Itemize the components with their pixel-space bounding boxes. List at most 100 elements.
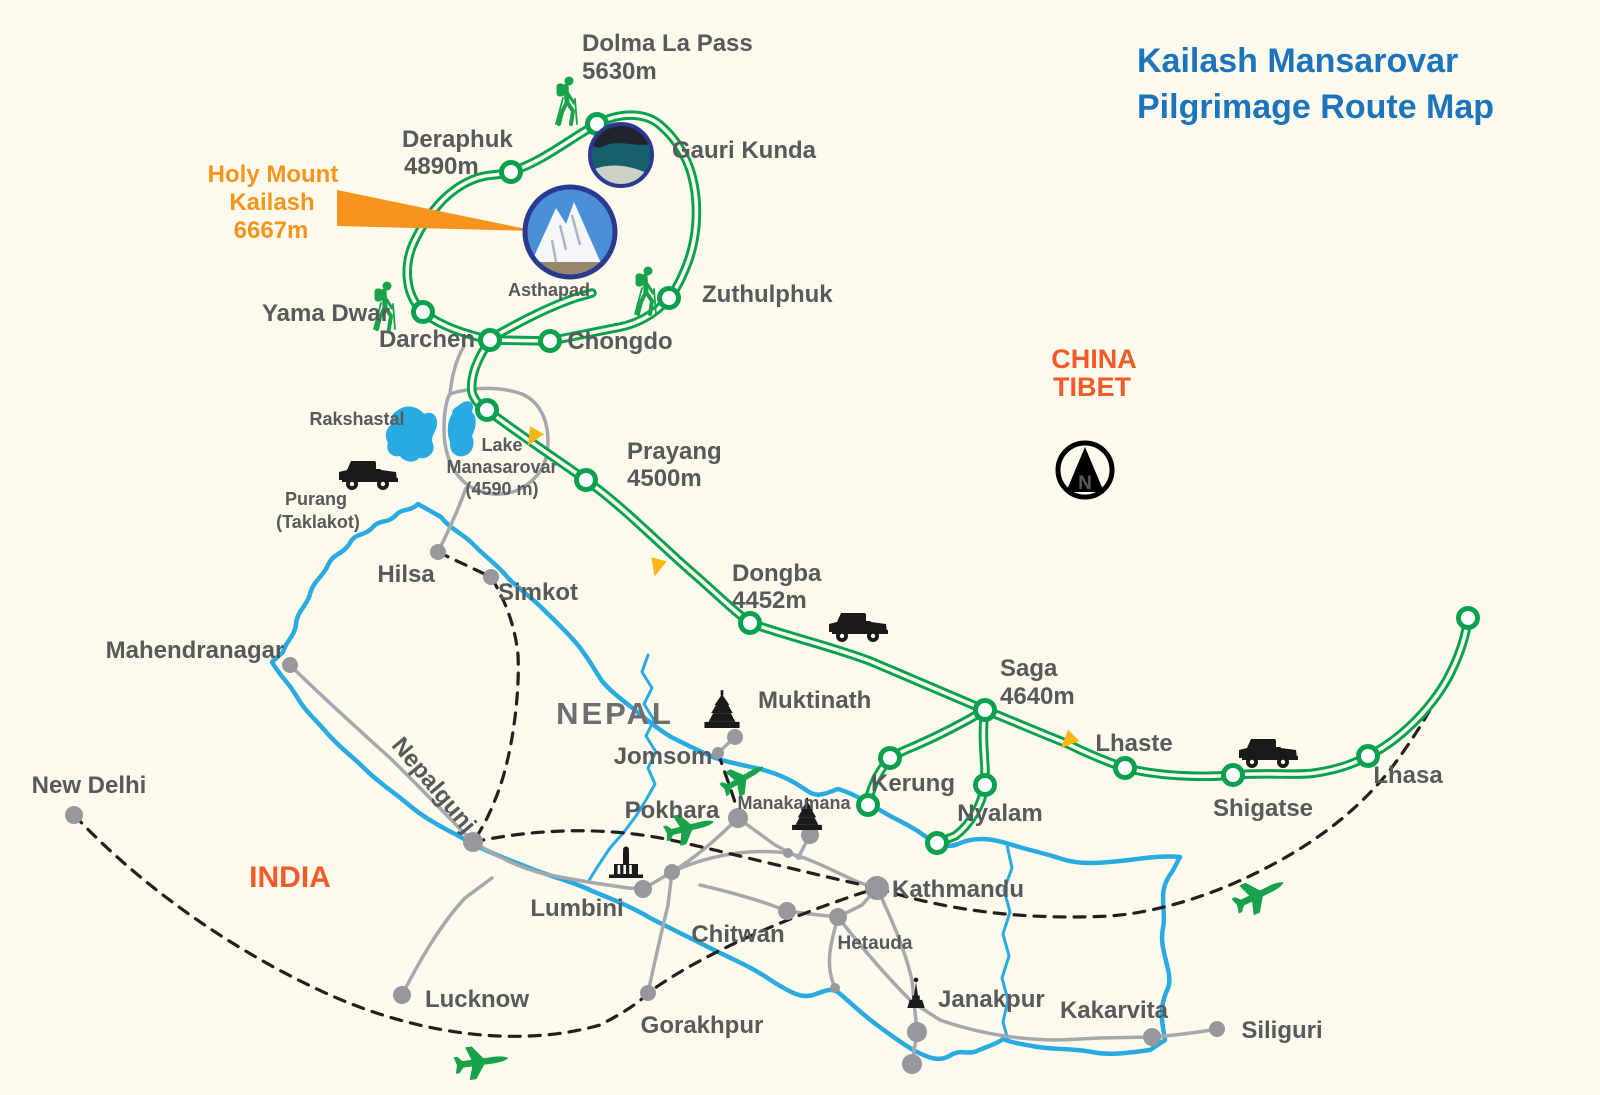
dot-muktinath — [727, 729, 743, 745]
stop-kerung-north — [878, 746, 902, 770]
kailash-callout: Holy Mount Kailash 6667m — [208, 161, 339, 244]
label-lhaste: Lhaste — [1095, 730, 1172, 757]
dot-manakamana — [801, 826, 819, 844]
dot-simkot — [483, 569, 499, 585]
map-title: Kailash Mansarovar Pilgrimage Route Map — [1137, 42, 1494, 126]
jeep-icon — [339, 461, 398, 490]
route-stops — [411, 112, 1480, 855]
label-lumbini: Lumbini — [530, 895, 623, 922]
stop-deraphuk — [499, 160, 523, 184]
shrine-icon-janakpur — [907, 977, 925, 1008]
stop-lhaste — [1113, 756, 1137, 780]
stop-prayang — [574, 468, 598, 492]
north-compass-icon: N — [1055, 440, 1115, 500]
dot-junction-small — [783, 848, 793, 858]
place-labels: Purang (Taklakot) Hilsa Simkot Mahendran… — [32, 489, 1323, 1044]
stop-yama-dwar — [411, 300, 435, 324]
photo-mount-kailash — [337, 184, 618, 280]
label-dongba: Dongba — [732, 560, 822, 587]
label-deraphuk-elev: 4890m — [404, 153, 479, 180]
label-zuthulphuk: Zuthulphuk — [702, 281, 833, 308]
jeep-icon — [1239, 739, 1298, 768]
jeep-icon — [829, 613, 888, 642]
label-shigatse: Shigatse — [1213, 795, 1313, 822]
label-lhasa: Lhasa — [1373, 762, 1443, 789]
label-kathmandu: Kathmandu — [892, 876, 1024, 903]
label-kerung: Kerung — [871, 770, 955, 797]
stop-route-end — [1456, 606, 1480, 630]
label-janakpur: Janakpur — [938, 986, 1045, 1013]
route-hilsa-nepalgunj — [436, 550, 520, 844]
jeep-icons — [339, 461, 1298, 768]
label-pokhara: Pokhara — [625, 797, 720, 824]
stop-zuthulphuk — [657, 286, 681, 310]
route-newdelhi-kathmandu — [72, 813, 879, 1038]
label-prayang-elev: 4500m — [627, 465, 702, 492]
stop-nyalam-north — [973, 773, 997, 797]
dot-junction-west — [664, 864, 680, 880]
label-yama-dwar: Yama Dwar — [262, 300, 390, 327]
label-muktinath: Muktinath — [758, 687, 871, 714]
label-purang-2: (Taklakot) — [276, 512, 360, 532]
hiker-icon — [556, 77, 577, 124]
dot-pokhara — [728, 808, 748, 828]
airplane-icon — [1227, 867, 1291, 922]
dot-hetauda — [829, 908, 847, 926]
label-mahendranagar: Mahendranagar — [106, 637, 285, 664]
label-saga-elev: 4640m — [1000, 683, 1075, 710]
label-kailash: Kailash — [229, 189, 314, 216]
stop-shigatse — [1221, 763, 1245, 787]
stop-dongba — [738, 611, 762, 635]
lake-labels: Rakshastal Lake Manasarovar (4590 m) — [309, 409, 557, 499]
label-lucknow: Lucknow — [425, 986, 529, 1013]
route-kathmandu-lhasa — [875, 616, 1470, 919]
label-jomsom: Jomsom — [614, 743, 713, 770]
dot-kakarvita — [1143, 1028, 1161, 1046]
tibet-route-labels: Prayang 4500m Dongba 4452m Saga 4640m Lh… — [627, 438, 1443, 827]
nepal-border-line — [269, 501, 1183, 1062]
label-manasarovar-3: (4590 m) — [465, 479, 538, 499]
temple-icon-muktinath — [704, 690, 740, 728]
dot-hilsa — [430, 544, 446, 560]
route-nepalgunj-kathmandu — [471, 829, 879, 890]
label-dongba-elev: 4452m — [732, 587, 807, 614]
label-simkot: Simkot — [498, 579, 578, 606]
region-labels: CHINA TIBET NEPAL INDIA — [249, 344, 1137, 894]
dot-new-delhi — [65, 806, 83, 824]
stop-saga — [973, 698, 997, 722]
stop-kerung — [856, 793, 880, 817]
label-india: INDIA — [249, 861, 331, 894]
dot-gorakhpur — [640, 985, 656, 1001]
dot-kathmandu — [865, 876, 889, 900]
stop-manasarovar-junction — [475, 398, 499, 422]
dot-siliguri — [1209, 1021, 1225, 1037]
label-purang-1: Purang — [285, 489, 347, 509]
label-dolma-la-elev: 5630m — [582, 58, 657, 85]
stop-chongdo — [538, 329, 562, 353]
photo-gauri-kunda — [588, 122, 654, 188]
label-china: CHINA — [1051, 344, 1137, 374]
stop-lhasa — [1356, 744, 1380, 768]
label-gorakhpur: Gorakhpur — [641, 1012, 764, 1039]
dot-lucknow — [393, 986, 411, 1004]
label-gauri-kunda: Gauri Kunda — [672, 137, 817, 164]
label-prayang: Prayang — [627, 438, 722, 465]
label-darchen: Darchen — [379, 326, 475, 353]
label-dolma-la: Dolma La Pass — [582, 30, 753, 57]
dot-lumbini-junction — [634, 880, 652, 898]
monument-icon-lumbini — [609, 846, 643, 878]
label-tibet: TIBET — [1053, 372, 1132, 402]
label-holy-mount: Holy Mount — [208, 161, 339, 188]
label-asthapad: Asthapad — [508, 280, 590, 300]
title-line2: Pilgrimage Route Map — [1137, 88, 1494, 126]
stop-nyalam — [925, 831, 949, 855]
route-direction-arrow — [646, 557, 667, 579]
label-siliguri: Siliguri — [1241, 1017, 1322, 1044]
rivers — [586, 653, 1014, 1042]
label-kailash-elevation: 6667m — [234, 217, 309, 244]
label-manasarovar-1: Lake — [481, 435, 522, 455]
callout-pointer — [337, 190, 536, 231]
label-rakshastal: Rakshastal — [309, 409, 404, 429]
label-new-delhi: New Delhi — [32, 772, 147, 799]
